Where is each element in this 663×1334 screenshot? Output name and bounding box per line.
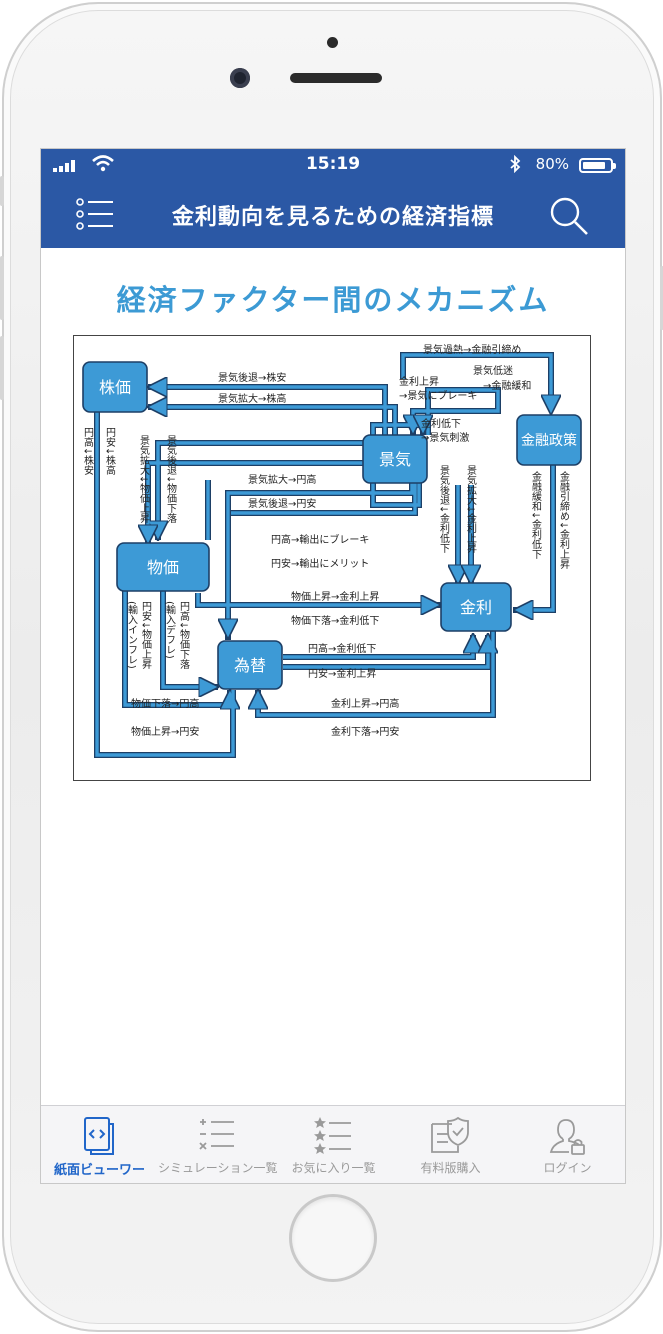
label-price-down-rate: 物価下落→金利低下 (291, 614, 379, 627)
node-stock: 株価 (82, 361, 148, 413)
vlabel-import-deflation: (輸入デフレ) (164, 601, 176, 659)
tab-bar: 紙面ビューワー シミュレーション一覧 (41, 1105, 625, 1183)
calculator-list-icon (199, 1119, 234, 1150)
status-time: 15:19 (305, 154, 361, 174)
vlabel-expansion-rate: 景気拡大↓金利上昇 (465, 465, 477, 554)
label-stimulus: →景気刺激 (421, 431, 469, 444)
connector-lines (97, 353, 553, 757)
vlabel-tightening-rate: 金融引締め↓金利上昇 (558, 470, 570, 570)
node-fx-label: 為替 (234, 656, 266, 675)
signal-icon (53, 160, 75, 172)
page-title: 金利動向を見るための経済指標 (171, 205, 494, 230)
tab-viewer-label: 紙面ビューワー (53, 1163, 145, 1178)
vlabel-yen-low-price: 円安↓物価上昇 (140, 601, 152, 670)
tab-favorites[interactable]: お気に入り一覧 (275, 1106, 392, 1183)
screen: 15:19 80% 金利動向を見るための経済指標 経済ファクター間のメカニズム (40, 148, 626, 1184)
vlabel-yen-low-stock: 円安↓株高 (104, 427, 116, 476)
label-overheat: 景気過熱→金融引締め (423, 343, 521, 356)
label-yen-low-rate: 円安→金利上昇 (308, 667, 376, 680)
label-recession-yen: 景気後退→円安 (248, 497, 316, 510)
label-expansion-stock: 景気拡大→株高 (218, 392, 286, 405)
tab-favorites-label: お気に入り一覧 (291, 1161, 376, 1175)
label-price-up-rate: 物価上昇→金利上昇 (291, 590, 379, 603)
document-code-icon (84, 1117, 114, 1155)
navigation-bar: 金利動向を見るための経済指標 (41, 179, 625, 248)
node-rate: 金利 (440, 582, 512, 632)
tab-login[interactable]: ログイン (509, 1106, 625, 1183)
vlabel-easing-rate: 金融緩和↓金利低下 (530, 470, 542, 560)
volume-up-button (0, 256, 4, 320)
label-rate-up-yen: 金利上昇→円高 (331, 697, 399, 710)
vlabel-yen-high-stock: 円高↓株安 (82, 427, 94, 476)
proximity-sensor (327, 37, 338, 48)
front-camera (230, 68, 250, 88)
home-button[interactable] (289, 1194, 377, 1282)
tab-simulation-list[interactable]: シミュレーション一覧 (158, 1106, 278, 1183)
label-price-down-yen: 物価下落→円高 (131, 697, 199, 710)
battery-percent: 80% (535, 155, 569, 173)
node-stock-label: 株価 (99, 378, 131, 397)
search-icon[interactable] (549, 196, 589, 236)
label-yen-high-export: 円高→輸出にブレーキ (271, 533, 369, 546)
vlabel-recession-price: 景気後退↓物価下落 (165, 435, 177, 524)
vlabel-expansion-price: 景気拡大↓物価上昇 (138, 435, 150, 524)
label-slump: 景気低迷 (473, 364, 513, 377)
power-button (660, 266, 663, 330)
label-brake: →景気にブレーキ (399, 389, 477, 402)
tab-login-label: ログイン (543, 1161, 592, 1175)
label-rate-down-yen: 金利下落→円安 (331, 725, 399, 738)
content-heading: 経済ファクター間のメカニズム (116, 283, 550, 317)
label-price-up-yen: 物価上昇→円安 (131, 725, 199, 738)
node-policy-label: 金融政策 (521, 432, 577, 449)
label-rate-up: 金利上昇 (399, 375, 439, 388)
label-yen-high-rate: 円高→金利低下 (308, 642, 376, 655)
label-yen-low-export: 円安→輸出にメリット (271, 557, 369, 570)
node-economy: 景気 (362, 434, 428, 484)
tab-simulation-label: シミュレーション一覧 (158, 1161, 278, 1175)
star-list-icon (314, 1117, 351, 1154)
tab-viewer[interactable]: 紙面ビューワー (41, 1106, 158, 1183)
label-recession-stock: 景気後退→株安 (218, 371, 286, 384)
node-prices: 物価 (116, 542, 210, 592)
label-expansion-yen: 景気拡大→円高 (248, 473, 316, 486)
wifi-icon (92, 155, 114, 172)
node-rate-label: 金利 (460, 598, 492, 617)
vlabel-recession-rate: 景気後退↓金利低下 (438, 465, 450, 554)
earpiece-speaker (290, 73, 382, 83)
volume-down-button (0, 336, 4, 400)
node-economy-label: 景気 (379, 450, 411, 469)
node-prices-label: 物価 (147, 558, 179, 577)
shield-check-icon (431, 1116, 469, 1153)
node-policy: 金融政策 (516, 414, 582, 466)
label-easing: →金融緩和 (483, 379, 531, 392)
battery-icon (579, 158, 616, 173)
list-icon[interactable] (75, 197, 115, 231)
label-rate-down: 金利低下 (421, 417, 461, 430)
node-fx: 為替 (217, 640, 283, 690)
bluetooth-icon (510, 155, 521, 173)
mechanism-diagram: 株価 景気 金融政策 物価 金利 為替 景気過熱→金融引締め 景気低迷 →金融緩… (73, 335, 591, 781)
tab-purchase[interactable]: 有料版購入 (392, 1106, 509, 1183)
mute-switch (0, 176, 4, 206)
status-bar: 15:19 80% (41, 149, 625, 179)
vlabel-import-inflation: (輸入インフレ) (126, 601, 138, 669)
vlabel-yen-high-price: 円高↓物価下落 (178, 601, 190, 670)
user-lock-icon (549, 1119, 585, 1155)
tab-purchase-label: 有料版購入 (420, 1161, 481, 1175)
